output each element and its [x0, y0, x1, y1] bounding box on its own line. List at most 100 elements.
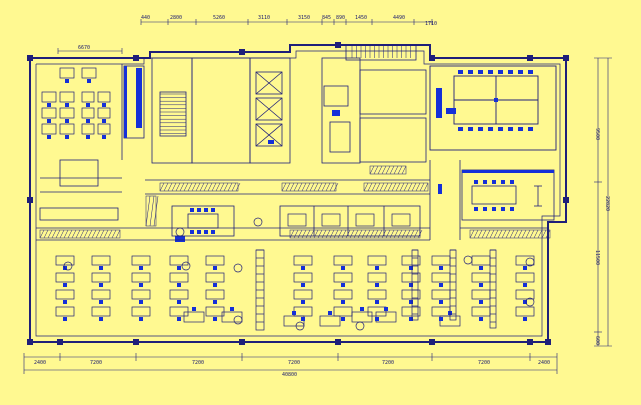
desk	[41, 123, 57, 135]
desk	[401, 289, 421, 300]
chair	[341, 317, 345, 321]
desk	[97, 123, 111, 135]
hatch	[383, 182, 389, 192]
desk	[55, 255, 75, 266]
hatch	[301, 182, 307, 192]
desk	[367, 289, 387, 300]
chair	[409, 266, 413, 270]
chair	[384, 307, 388, 311]
chair	[65, 119, 69, 123]
hatch	[481, 229, 487, 239]
hatch	[413, 229, 419, 239]
dim-bottom-1: 2400	[34, 360, 46, 366]
hatch	[469, 229, 475, 239]
hatch	[175, 182, 181, 192]
hatch	[309, 229, 315, 239]
hatch	[289, 182, 295, 192]
chair	[301, 283, 305, 287]
hatch	[179, 182, 185, 192]
hatch	[95, 229, 101, 239]
chair	[197, 230, 201, 234]
dim-top-3: 5260	[213, 15, 225, 21]
stair-treads	[160, 46, 411, 134]
chair	[86, 119, 90, 123]
hatch	[395, 182, 401, 192]
stool	[63, 261, 73, 271]
chair	[204, 230, 208, 234]
desk	[221, 311, 243, 323]
hatch	[115, 229, 121, 239]
dim-top-2: 2800	[170, 15, 182, 21]
corridor-walls	[36, 160, 548, 241]
desk	[91, 255, 111, 266]
chair	[409, 300, 413, 304]
desk	[367, 255, 387, 266]
desk	[97, 91, 111, 103]
chair	[197, 208, 201, 212]
hatch	[99, 229, 105, 239]
hatch	[361, 229, 367, 239]
chair	[528, 127, 533, 131]
hatch	[47, 229, 53, 239]
hatch	[423, 182, 429, 192]
desk	[91, 289, 111, 300]
hatch	[381, 165, 387, 175]
stool	[355, 321, 365, 331]
chair	[518, 70, 523, 74]
hatch	[309, 182, 315, 192]
desk	[97, 107, 111, 119]
chair	[192, 307, 196, 311]
chair	[230, 307, 234, 311]
chair	[47, 119, 51, 123]
dim-right-1: 9500	[594, 128, 600, 140]
hatch	[389, 165, 395, 175]
desk	[91, 272, 111, 283]
stool	[525, 297, 535, 307]
dim-bottom-2: 7200	[90, 360, 102, 366]
column	[335, 42, 341, 48]
hatch	[145, 195, 151, 227]
stool	[181, 261, 191, 271]
bottom-dimension-labels: 2400 7200 7200 7200 7200 7200 2400 40800	[34, 360, 550, 378]
chair	[190, 208, 194, 212]
hatch	[533, 229, 539, 239]
chair	[375, 266, 379, 270]
chair	[488, 70, 493, 74]
stool	[295, 321, 305, 331]
hatch	[397, 165, 403, 175]
chair	[523, 283, 527, 287]
hatch	[397, 229, 403, 239]
hatch	[405, 229, 411, 239]
hatch	[281, 182, 287, 192]
desk	[81, 91, 95, 103]
hatch	[313, 182, 319, 192]
meeting-room-tables	[287, 213, 411, 227]
dim-bottom-total: 40800	[282, 372, 297, 378]
task-chairs	[47, 70, 533, 321]
desk	[131, 289, 151, 300]
chair	[65, 135, 69, 139]
hatch-frame	[281, 182, 337, 192]
hatch	[51, 229, 57, 239]
hatch	[341, 229, 347, 239]
hatch	[415, 182, 421, 192]
chair	[177, 266, 181, 270]
hatch	[521, 229, 527, 239]
chair	[478, 70, 483, 74]
desk	[59, 123, 75, 135]
chair	[86, 135, 90, 139]
desk	[169, 306, 189, 317]
hatch	[171, 182, 177, 192]
chair	[341, 300, 345, 304]
hatch	[63, 229, 69, 239]
chair	[458, 70, 463, 74]
chair	[479, 300, 483, 304]
hatch	[223, 182, 229, 192]
hatch	[305, 229, 311, 239]
chair	[65, 79, 69, 83]
hatch	[301, 229, 307, 239]
desk	[59, 91, 75, 103]
hatch	[43, 229, 49, 239]
chair	[99, 317, 103, 321]
hatch	[231, 182, 237, 192]
